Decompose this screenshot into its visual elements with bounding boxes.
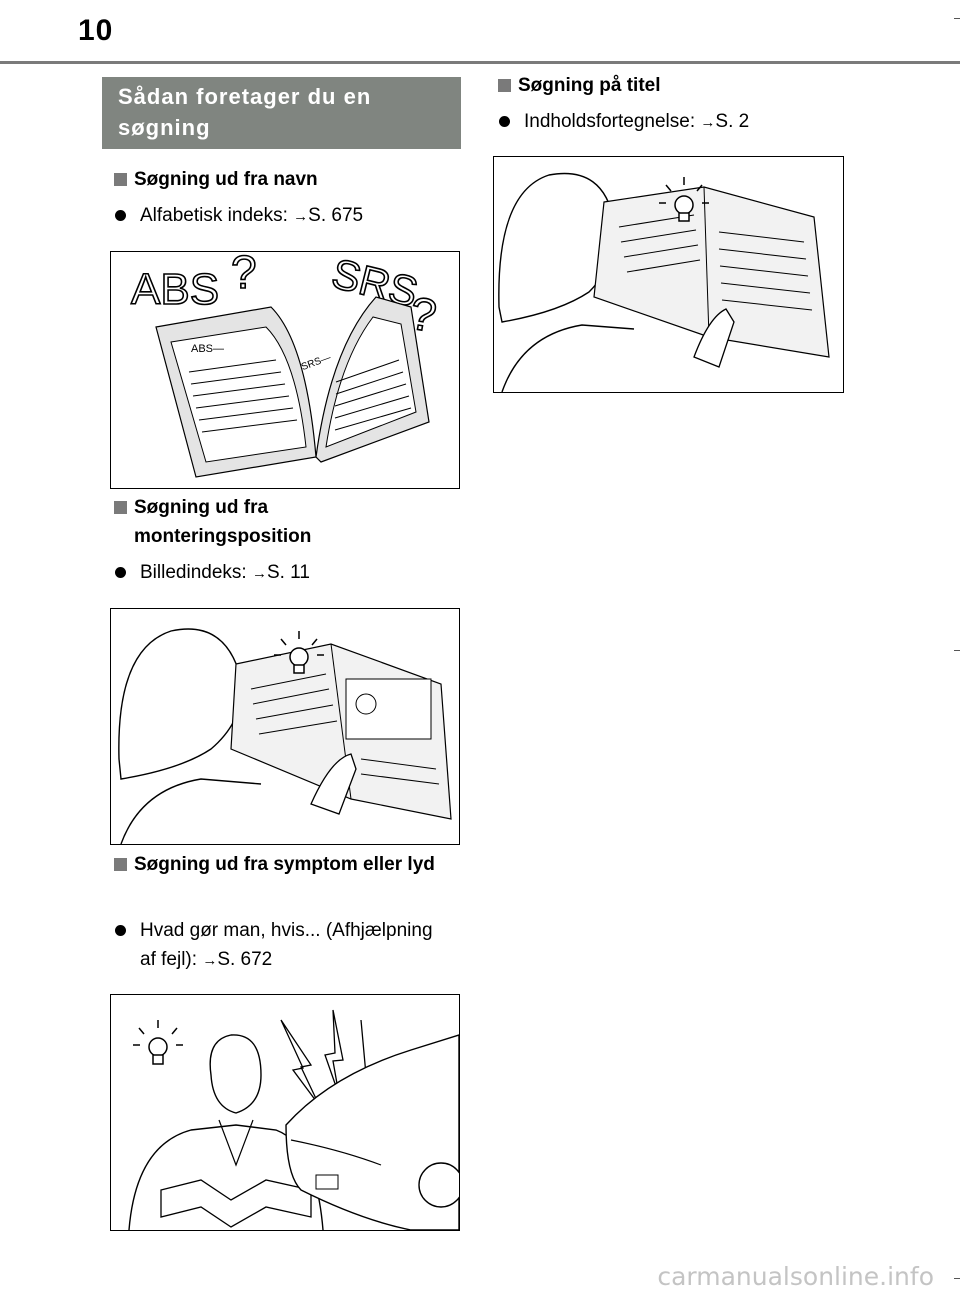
arrow-right-icon: → xyxy=(251,565,267,582)
bullet-text: Indholdsfortegnelse: xyxy=(524,111,701,132)
edge-mark-bottom xyxy=(954,1278,960,1279)
person-silhouette xyxy=(118,628,243,780)
bullet-text: Billedindeks: xyxy=(140,562,252,583)
page-reference-link[interactable]: S. 2 xyxy=(715,111,750,132)
bullet-text: Alfabetisk indeks: xyxy=(140,205,294,226)
illustration-person-reading-picture-index xyxy=(110,608,460,845)
footer-watermark: carmanualsonline.info xyxy=(657,1262,934,1291)
section-title-box: Sådan foretager du en søgning xyxy=(102,77,461,149)
abs-index-entry: ABS— xyxy=(191,343,224,355)
page-reference-link[interactable]: S. 672 xyxy=(217,949,273,970)
page-reference-link[interactable]: S. 11 xyxy=(266,562,310,583)
illustration-man-car-noise xyxy=(110,994,460,1231)
edge-mark-top xyxy=(954,18,960,19)
heading-text: Søgning ud fra monteringsposition xyxy=(134,497,312,547)
person-silhouette xyxy=(498,172,616,323)
page-reference-link[interactable]: S. 675 xyxy=(308,205,364,226)
man-figure xyxy=(209,1034,262,1114)
square-bullet-icon xyxy=(114,173,127,186)
illustration-person-reading-contents xyxy=(493,156,844,393)
heading-text: Søgning ud fra navn xyxy=(134,169,318,190)
abs-question-mark: ? xyxy=(231,252,257,298)
bullet-text: Hvad gør man, hvis... (Afhjælpning af fe… xyxy=(140,920,433,970)
arrow-right-icon: → xyxy=(293,208,309,225)
header-rule xyxy=(0,61,960,64)
square-bullet-icon xyxy=(114,858,127,871)
heading-search-by-position: Søgning ud fra monteringsposition xyxy=(110,493,430,551)
section-title: Sådan foretager du en søgning xyxy=(118,84,372,140)
bullet-table-of-contents: Indholdsfortegnelse: →S. 2 xyxy=(494,107,844,137)
bullet-troubleshooting: Hvad gør man, hvis... (Afhjælpning af fe… xyxy=(110,916,440,975)
bullet-picture-index: Billedindeks: →S. 11 xyxy=(110,558,460,588)
square-bullet-icon xyxy=(114,501,127,514)
abs-label: ABS xyxy=(131,265,219,314)
srs-index-entry: SRS— xyxy=(300,352,332,373)
heading-search-by-name: Søgning ud fra navn xyxy=(110,165,460,194)
heading-search-by-symptom: Søgning ud fra symptom eller lyd xyxy=(110,850,460,879)
edge-mark-middle xyxy=(954,650,960,651)
arrow-right-icon: → xyxy=(700,114,716,131)
round-bullet-icon xyxy=(115,567,126,578)
page-number: 10 xyxy=(78,14,114,47)
illustration-abs-srs-book: ABS ? SRS ? ABS— SRS— xyxy=(110,251,460,489)
square-bullet-icon xyxy=(498,79,511,92)
round-bullet-icon xyxy=(499,116,510,127)
round-bullet-icon xyxy=(115,925,126,936)
lightbulb-icon xyxy=(133,1020,183,1065)
lightbulb-icon xyxy=(274,631,324,674)
round-bullet-icon xyxy=(115,210,126,221)
heading-text: Søgning ud fra symptom eller lyd xyxy=(134,854,435,875)
bullet-alphabetical-index: Alfabetisk indeks: →S. 675 xyxy=(110,201,460,231)
arrow-right-icon: → xyxy=(202,952,218,969)
heading-text: Søgning på titel xyxy=(518,75,661,96)
lightbulb-icon xyxy=(659,177,709,222)
heading-search-by-title: Søgning på titel xyxy=(494,71,844,100)
